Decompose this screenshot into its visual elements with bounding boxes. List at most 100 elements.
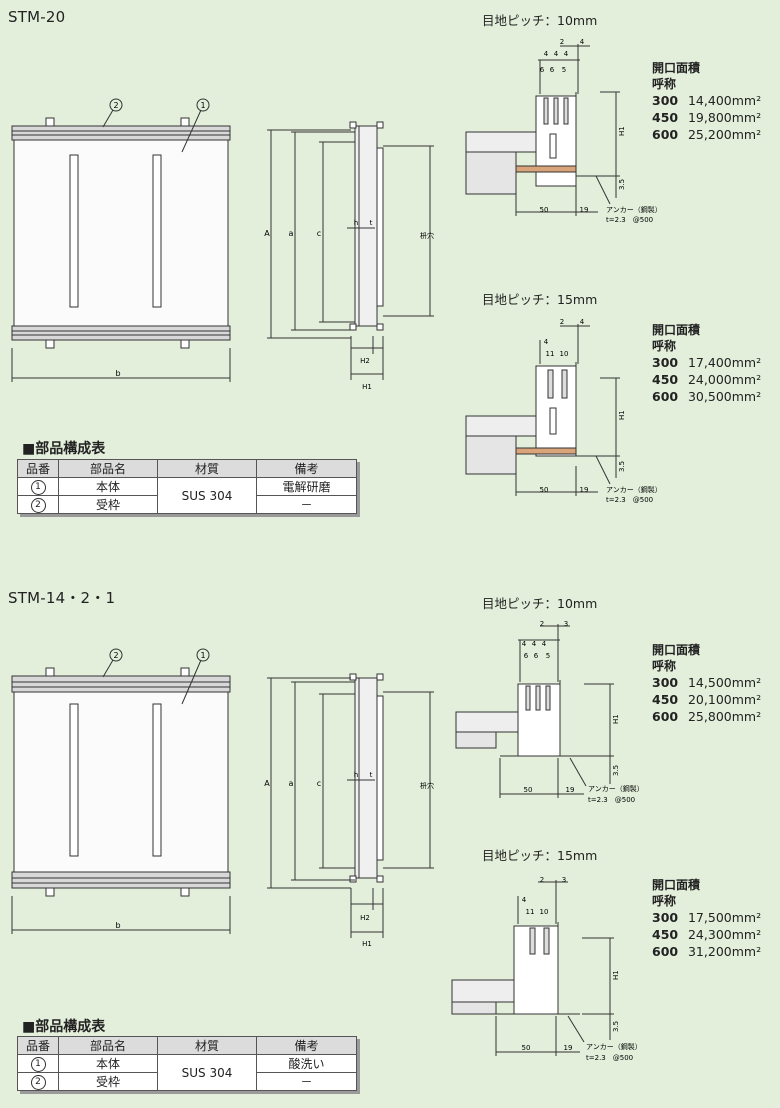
detail-2b-drawing: 4 11 10 2 3 H1 3.5 50 19 アンカー（鋼製） t=2.3 … (451, 876, 642, 1062)
dim-top-1: 4 (544, 50, 549, 58)
anchor-spec: t=2.3 @500 (606, 216, 653, 224)
col-remark: 備考 (256, 1036, 357, 1055)
area-row-600: 600 31,200mm² (652, 944, 762, 959)
dim-top-2: 4 (532, 640, 537, 648)
part-no: 1 (30, 1057, 46, 1072)
dim-a-label: a (289, 229, 294, 238)
dim-top-1: 4 (544, 338, 549, 346)
dim-c-label: c (317, 779, 321, 788)
part-1-marker: 1 (200, 651, 205, 660)
dim-50: 50 (540, 486, 549, 494)
parts-table-1-title: ■部品構成表 (22, 441, 106, 457)
dim-h-label: h (354, 219, 358, 227)
dim-50: 50 (540, 206, 549, 214)
part-1-marker: 1 (200, 101, 205, 110)
detail-2a-pitch: 目地ピッチ：10mm (482, 596, 598, 611)
part-2-marker: 2 (113, 651, 118, 660)
dim-b-label: b (115, 921, 120, 930)
dim-top-1: 4 (522, 896, 527, 904)
area-row-300: 300 14,500mm² (652, 675, 762, 690)
material: SUS 304 (157, 1054, 257, 1091)
col-part-name: 部品名 (58, 1036, 158, 1055)
dim-H1: H1 (618, 126, 626, 136)
dim-H1: H1 (618, 410, 626, 420)
dim-19: 19 (564, 1044, 573, 1052)
section-2-model-title: STM-14・2・1 (8, 589, 116, 607)
dim-A-label: A (264, 229, 270, 238)
detail-1b-drawing: 4 11 10 2 4 H1 3.5 50 19 アンカー（鋼製） t=2.3 … (465, 318, 660, 504)
part-name: 本体 (58, 1054, 158, 1073)
dim-top2-1: 6 (524, 652, 529, 660)
dim-19: 19 (580, 486, 589, 494)
anchor-label: アンカー（鋼製） (606, 485, 660, 494)
dim-top2-2: 6 (550, 66, 555, 74)
anchor-spec: t=2.3 @500 (586, 1054, 633, 1062)
area-row-600: 600 25,800mm² (652, 709, 762, 724)
col-material: 材質 (157, 459, 257, 478)
dim-top2-1: 11 (546, 350, 555, 358)
section-view-1: A a c h t 枡穴 H2 H1 (264, 121, 434, 391)
anchor-spec: t=2.3 @500 (606, 496, 653, 504)
anchor-label: アンカー（鋼製） (606, 205, 660, 214)
dim-H1-label: H1 (362, 383, 372, 391)
parts-table-2: 品番 部品名 材質 備考 1 本体 SUS 304 酸洗い 2 受枠 － (17, 1036, 357, 1091)
remark: － (256, 495, 357, 514)
dim-right-2: 4 (580, 318, 585, 326)
dim-right-2: 3 (564, 620, 568, 628)
dim-50: 50 (524, 786, 533, 794)
dim-H1-label: H1 (362, 940, 372, 948)
part-no: 2 (30, 498, 46, 513)
detail-1a-area: 開口面積 呼称 300 14,400mm² 450 19,800mm² 600 … (652, 60, 778, 143)
detail-2a-area: 開口面積 呼称 300 14,500mm² 450 20,100mm² 600 … (652, 642, 778, 725)
area-row-450: 450 24,300mm² (652, 927, 762, 942)
dim-a-label: a (289, 779, 294, 788)
detail-2b-area: 開口面積 呼称 300 17,500mm² 450 24,300mm² 600 … (652, 877, 778, 960)
anchor-spec: t=2.3 @500 (588, 796, 635, 804)
dim-3-5: 3.5 (618, 461, 626, 472)
dim-H2-label: H2 (360, 357, 370, 365)
dim-A-label: A (264, 779, 270, 788)
area-row-600: 600 30,500mm² (652, 389, 762, 404)
detail-2a-drawing: 4 4 4 6 6 5 2 3 H1 3.5 50 19 アンカー（鋼製） t=… (455, 620, 644, 804)
area-row-300: 300 14,400mm² (652, 93, 762, 108)
detail-1b-pitch: 目地ピッチ：15mm (482, 292, 598, 307)
dim-top2-3: 5 (546, 652, 550, 660)
dim-right-2: 4 (580, 38, 585, 46)
dim-c-label: c (317, 229, 321, 238)
part-name: 本体 (58, 477, 158, 496)
area-row-450: 450 19,800mm² (652, 110, 762, 125)
dim-right-1: 2 (540, 876, 544, 884)
dim-H1: H1 (612, 714, 620, 724)
dim-h-label: h (354, 771, 358, 779)
table-row: 2 受枠 － (17, 495, 357, 514)
area-row-450: 450 20,100mm² (652, 692, 762, 707)
section-1-model-title: STM-20 (8, 8, 66, 26)
table-row: 1 本体 SUS 304 電解研磨 (17, 477, 357, 514)
parts-table-2-title: ■部品構成表 (22, 1019, 106, 1035)
dim-t-label: t (370, 771, 373, 779)
dim-50: 50 (522, 1044, 531, 1052)
dim-top2-1: 11 (526, 908, 535, 916)
dim-3-5: 3.5 (618, 179, 626, 190)
col-part-name: 部品名 (58, 459, 158, 478)
detail-2b-pitch: 目地ピッチ：15mm (482, 848, 598, 863)
dim-H2-label: H2 (360, 914, 370, 922)
dim-top-1: 4 (522, 640, 527, 648)
material: SUS 304 (157, 477, 257, 514)
part-no: 2 (30, 1075, 46, 1090)
area-row-600: 600 25,200mm² (652, 127, 762, 142)
area-row-300: 300 17,400mm² (652, 355, 762, 370)
part-2-marker: 2 (113, 101, 118, 110)
detail-1a-drawing: 4 4 4 6 6 5 2 4 H1 3.5 50 19 アンカー（鋼製） t=… (465, 38, 660, 224)
dim-19: 19 (566, 786, 575, 794)
detail-1b-area: 開口面積 呼称 300 17,400mm² 450 24,000mm² 600 … (652, 322, 778, 405)
dim-top2-2: 10 (560, 350, 569, 358)
dim-right-1: 2 (560, 38, 564, 46)
part-name: 受枠 (58, 495, 158, 514)
part-name: 受枠 (58, 1072, 158, 1091)
table-row: 2 受枠 － (17, 1072, 357, 1091)
dim-3-5: 3.5 (612, 1021, 620, 1032)
anchor-label: アンカー（鋼製） (586, 1042, 642, 1051)
dim-top2-2: 10 (540, 908, 549, 916)
dim-3-5: 3.5 (612, 765, 620, 776)
